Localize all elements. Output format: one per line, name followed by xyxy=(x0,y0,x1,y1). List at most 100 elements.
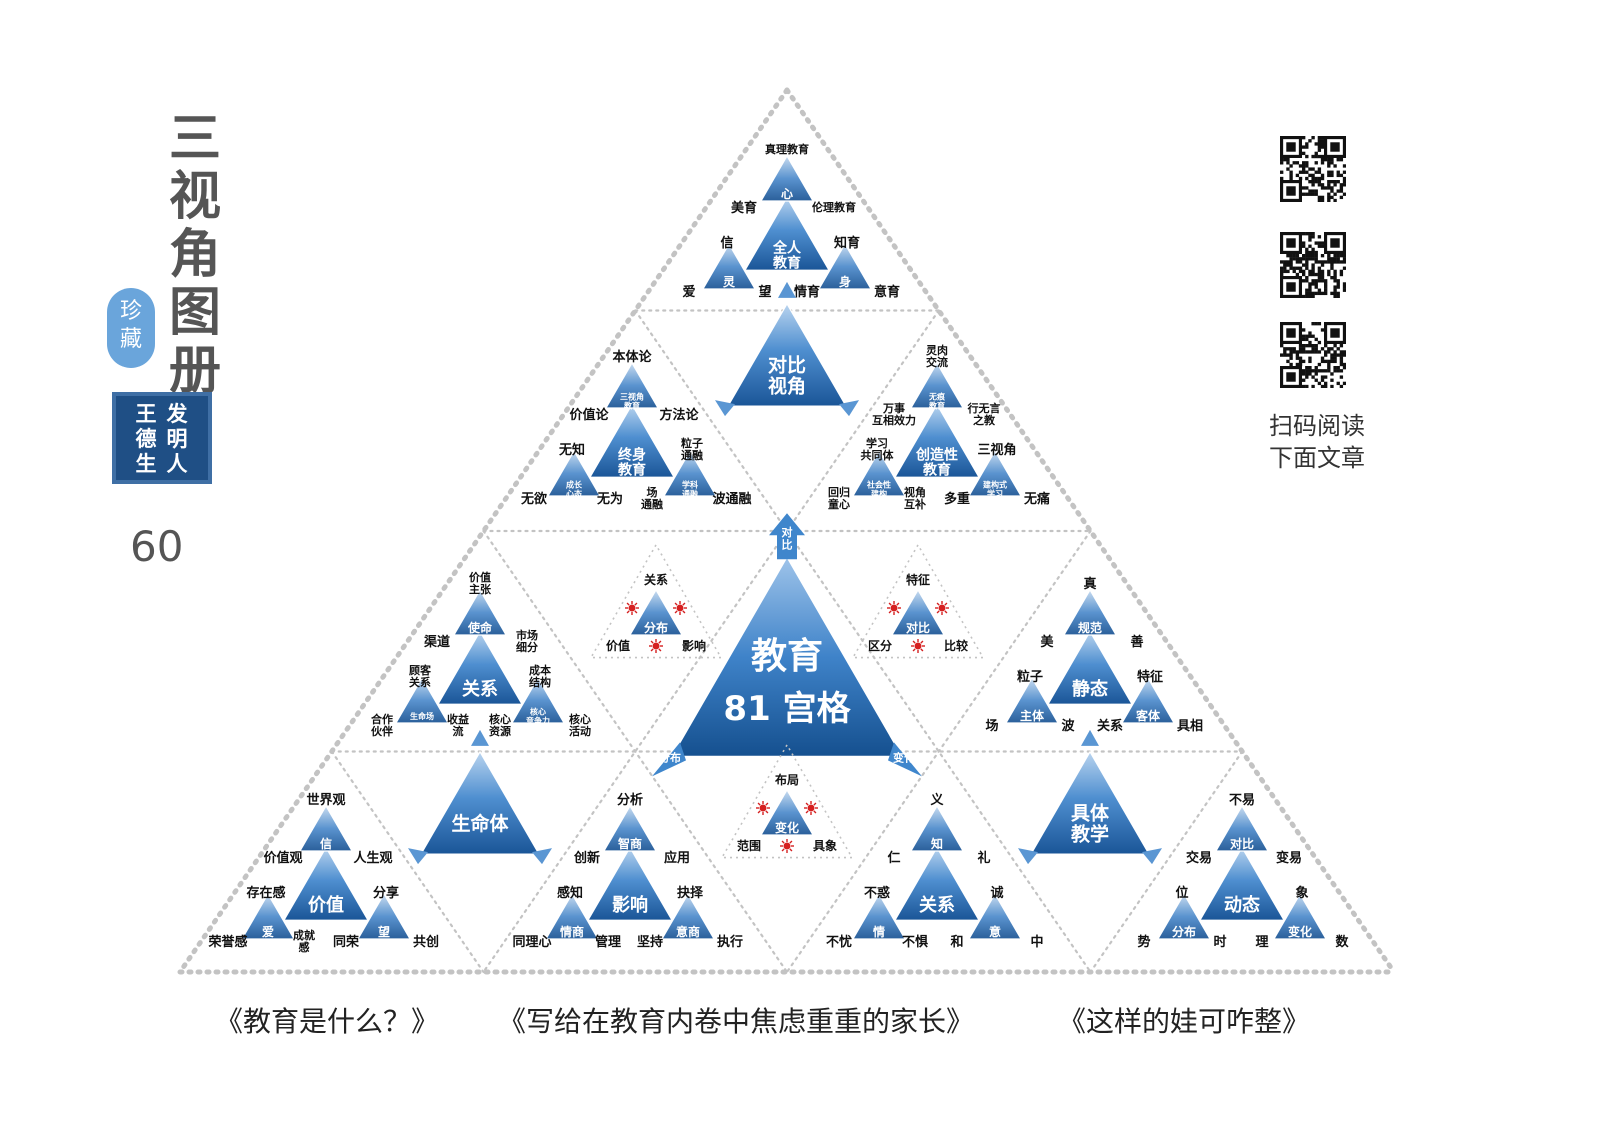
title-char: 三 xyxy=(168,108,221,169)
triad-outer-label: 核心活动 xyxy=(569,712,591,738)
article-title-2[interactable]: 《写给在教育内卷中焦虑重重的家长》 xyxy=(498,1005,975,1038)
qr-module xyxy=(1339,272,1344,277)
qr-module xyxy=(1305,232,1309,236)
qr-module xyxy=(1317,260,1322,264)
article-title-1[interactable]: 《教育是什么？》 xyxy=(215,1005,440,1038)
triad-right-label: 变化 xyxy=(1288,924,1312,939)
qr-module xyxy=(1302,337,1306,342)
qr-module xyxy=(1327,192,1331,196)
qr-module xyxy=(1283,347,1287,351)
qr-module xyxy=(1320,145,1325,149)
qr-module xyxy=(1311,235,1315,239)
qr-module xyxy=(1342,381,1346,386)
qr-module xyxy=(1330,372,1334,376)
triad-top-label: 智商 xyxy=(617,836,642,851)
stamp-char: 明 xyxy=(166,426,188,451)
qr-module xyxy=(1286,263,1290,267)
sunburst-ray xyxy=(888,602,892,606)
qr-module xyxy=(1302,244,1306,248)
triad-outer-label: 分享 xyxy=(373,885,399,901)
qr-module xyxy=(1317,288,1322,292)
qr-module xyxy=(1286,142,1296,152)
sunburst-ray xyxy=(781,848,785,852)
qr-module xyxy=(1308,334,1312,338)
qr-module xyxy=(1324,344,1328,348)
qr-module xyxy=(1336,279,1340,283)
qr-module xyxy=(1308,192,1312,196)
qr-module xyxy=(1302,136,1306,140)
triad-outer-label: 万事互相效力 xyxy=(872,401,916,427)
qr-module xyxy=(1317,369,1322,373)
qr-module xyxy=(1333,344,1337,348)
triad-core-label: 关系 xyxy=(919,894,955,916)
triad-top-label: 对比 xyxy=(1230,836,1254,851)
qr-module xyxy=(1339,384,1344,388)
qr-module xyxy=(1295,356,1300,360)
qr-module xyxy=(1308,173,1312,178)
qr-module xyxy=(1302,350,1306,354)
qr-module xyxy=(1295,254,1300,258)
concept-triangle xyxy=(726,302,848,407)
triad-left-label: 情 xyxy=(873,924,885,939)
qr-module xyxy=(1314,378,1318,382)
qr-code-2[interactable] xyxy=(1280,232,1346,298)
qr-module xyxy=(1302,161,1306,165)
triad-outer-label: 视角互补 xyxy=(904,485,926,511)
triad-outer-label: 本体论 xyxy=(612,349,652,365)
triad-outer-label: 爱 xyxy=(682,284,695,300)
triad-top-label: 使命 xyxy=(467,620,493,635)
triad-core-triangle xyxy=(743,196,831,271)
qr-module xyxy=(1333,285,1337,289)
qr-module xyxy=(1320,291,1325,296)
qr-module xyxy=(1305,145,1309,149)
triad-outer-label: 诚 xyxy=(990,885,1003,901)
qr-module xyxy=(1314,282,1318,286)
qr-module xyxy=(1311,247,1315,252)
triad-left-triangle xyxy=(394,676,450,724)
qr-module xyxy=(1320,384,1325,388)
sunburst-ray xyxy=(813,802,817,806)
qr-module xyxy=(1327,158,1331,162)
triad-outer-label: 情育 xyxy=(794,284,820,300)
qr-module xyxy=(1308,340,1312,345)
triad-outer-label: 价值论 xyxy=(569,407,609,423)
mini-label: 影响 xyxy=(682,638,706,653)
qr-module xyxy=(1298,176,1303,181)
stamp-char: 王 xyxy=(135,401,157,426)
triad-right-label: 意 xyxy=(989,924,1001,939)
qr-module xyxy=(1283,260,1287,264)
qr-module xyxy=(1324,186,1328,190)
stamp-char: 生 xyxy=(135,451,157,476)
book-title: 三 视 角 图 册 xyxy=(165,110,225,400)
qr-module xyxy=(1314,279,1318,283)
triad-outer-label: 方法论 xyxy=(659,407,699,423)
qr-module xyxy=(1317,170,1322,174)
sunburst-dot xyxy=(890,604,898,612)
qr-module xyxy=(1320,173,1325,178)
qr-module xyxy=(1317,183,1322,187)
qr-module xyxy=(1317,279,1322,283)
qr-module xyxy=(1339,186,1344,190)
qr-code-1[interactable] xyxy=(1280,136,1346,202)
qr-module xyxy=(1320,254,1325,258)
article-title-3[interactable]: 《这样的娃可咋整》 xyxy=(1058,1005,1311,1038)
triad-top-label: 心 xyxy=(781,187,793,201)
qr-module xyxy=(1327,272,1331,277)
center-arrow-label: 分布 xyxy=(659,750,681,764)
qr-module xyxy=(1342,183,1346,187)
qr-module xyxy=(1308,344,1312,348)
triad-core-triangle xyxy=(586,846,674,921)
qr-module xyxy=(1317,195,1322,200)
qr-module xyxy=(1305,279,1309,283)
mini-core-triangle xyxy=(759,788,815,836)
qr-module xyxy=(1317,167,1322,171)
qr-module xyxy=(1286,167,1290,171)
triad-left-triangle xyxy=(1004,676,1060,724)
qr-module xyxy=(1333,183,1337,187)
qr-module xyxy=(1308,369,1312,373)
sunburst-ray xyxy=(650,648,654,652)
qr-module xyxy=(1320,347,1325,351)
qr-module xyxy=(1339,173,1344,178)
qr-code-3[interactable] xyxy=(1280,322,1346,388)
qr-module xyxy=(1302,232,1306,236)
